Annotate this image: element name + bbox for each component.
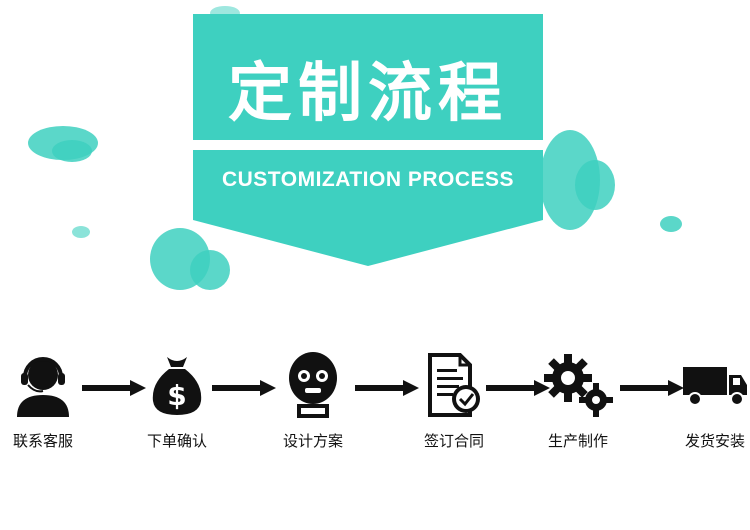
step-delivery-install: 发货安装 [660,350,750,451]
arrow-right-icon [486,380,550,396]
step-label: 签订合同 [423,432,484,450]
step-label: 下单确认 [146,432,207,450]
signed-contract-icon [399,350,509,420]
delivery-truck-icon [660,350,750,420]
banner-shape [193,14,543,266]
banner-subtitle: CUSTOMIZATION PROCESS [221,168,515,191]
step-sign-contract: 签订合同 [399,350,509,451]
step-production: 生产制作 [523,350,633,451]
arrow-right-icon [82,380,146,396]
step-order-confirm: $ 下单确认 [122,350,232,451]
customer-service-icon [0,350,98,420]
money-bag-icon: $ [122,350,232,420]
step-label: 联系客服 [12,432,73,450]
step-label: 生产制作 [547,432,608,450]
step-label: 设计方案 [282,432,343,450]
step-label: 发货安装 [684,432,745,450]
step-contact-service: 联系客服 [0,350,98,451]
gears-icon [523,350,633,420]
step-design-plan: 设计方案 [258,350,368,451]
arrow-right-icon [620,380,684,396]
banner-title: 定制流程 [228,57,508,131]
arrow-right-icon [212,380,276,396]
process-banner: 定制流程 CUSTOMIZATION PROCESS [193,14,543,266]
svg-text:$: $ [167,379,186,412]
design-mask-icon [258,350,368,420]
arrow-right-icon [355,380,419,396]
